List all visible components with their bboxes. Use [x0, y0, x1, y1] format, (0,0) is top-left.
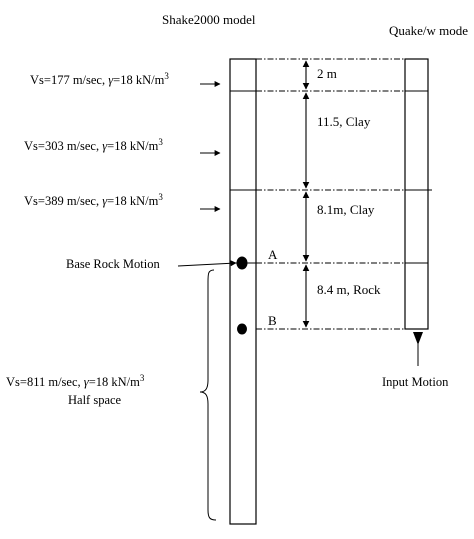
- point-a-label: A: [268, 247, 278, 262]
- thickness-label-2: 11.5, Clay: [317, 114, 371, 129]
- half-space-properties: Vs=811 m/sec, γ=18 kN/m3: [6, 373, 145, 389]
- quake-model-title: Quake/w mode: [389, 23, 468, 38]
- layer-1-properties: Vs=177 m/sec, γ=18 kN/m3: [30, 71, 169, 87]
- base-rock-motion-label: Base Rock Motion: [66, 257, 160, 271]
- level-lines: [256, 58, 405, 330]
- input-motion-marker: [413, 332, 423, 345]
- point-a-marker: [236, 256, 248, 270]
- quake-soil-column: [404, 58, 429, 330]
- layer-2-properties: Vs=303 m/sec, γ=18 kN/m3: [24, 137, 163, 153]
- layer-3-properties: Vs=389 m/sec, γ=18 kN/m3: [24, 192, 163, 208]
- half-space-brace: [199, 269, 217, 521]
- point-b-marker: [237, 323, 247, 335]
- thickness-label-4: 8.4 m, Rock: [317, 282, 381, 297]
- input-motion-label: Input Motion: [382, 375, 449, 389]
- base-rock-motion-arrow: [177, 260, 237, 267]
- point-b-label: B: [268, 313, 277, 328]
- half-space-label: Half space: [68, 393, 122, 407]
- shake-model-title: Shake2000 model: [162, 12, 256, 27]
- thickness-label-1: 2 m: [317, 66, 337, 81]
- thickness-label-3: 8.1m, Clay: [317, 202, 375, 217]
- shake-soil-column: [229, 58, 257, 525]
